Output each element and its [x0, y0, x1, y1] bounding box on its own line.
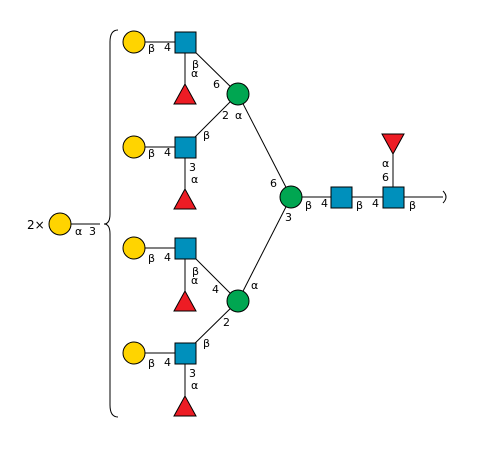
- b2-gal-position-label: 4: [164, 146, 171, 159]
- reducing-anomer-label: β: [409, 199, 416, 212]
- b1-gal-anomer-label: β: [148, 42, 155, 55]
- reducing-end-mark: [442, 190, 447, 204]
- lower-man-position-label: 3: [285, 211, 292, 224]
- blue-square-icon: [174, 237, 197, 260]
- side-anomer-label: α: [75, 225, 82, 238]
- red-triangle-icon: [381, 133, 405, 156]
- b1-fuc-mark-label: β: [192, 58, 199, 71]
- green-circle-icon: [226, 289, 250, 313]
- green-circle-icon: [279, 185, 303, 209]
- core-fuc-position-label: 6: [382, 171, 389, 184]
- side-position-label: 3: [89, 225, 96, 238]
- blue-square-icon: [174, 31, 197, 54]
- core-glcnac-anomer-label: β: [356, 199, 363, 212]
- yellow-circle-icon: [122, 236, 146, 260]
- b3-gal-anomer-label: β: [148, 252, 155, 265]
- red-triangle-icon: [173, 82, 197, 105]
- b4-gal-position-label: 4: [164, 356, 171, 369]
- b3-fuc-anomer-label: α: [191, 274, 198, 287]
- upper-man-anomer-label: α: [235, 109, 242, 122]
- b4-fuc-anomer-label: α: [191, 379, 198, 392]
- upper-mannose-link: [237, 93, 292, 198]
- yellow-circle-icon: [48, 212, 72, 236]
- b3-glcnac-position-label: 4: [212, 283, 219, 296]
- lower-man-anomer-label: α: [251, 279, 258, 292]
- b4-gal-anomer-label: β: [148, 357, 155, 370]
- yellow-circle-icon: [122, 135, 146, 159]
- b2-fuc-position-label: 3: [189, 161, 196, 174]
- blue-square-icon: [330, 186, 353, 209]
- linkage-lines: [60, 41, 443, 407]
- b3-gal-position-label: 4: [164, 251, 171, 264]
- b4-glcnac-position-label: 2: [223, 316, 230, 329]
- yellow-circle-icon: [122, 30, 146, 54]
- blue-square-icon: [382, 186, 405, 209]
- b2-glcnac-position-label: 2: [222, 109, 229, 122]
- b4-glcnac-anomer-label: β: [203, 337, 210, 350]
- b4-fuc-position-label: 3: [189, 367, 196, 380]
- b1-gal-position-label: 4: [164, 41, 171, 54]
- b2-fuc-anomer-label: α: [191, 173, 198, 186]
- b1-glcnac-position-label: 6: [213, 78, 220, 91]
- red-triangle-icon: [173, 394, 197, 417]
- upper-man-position-label: 6: [270, 177, 277, 190]
- blue-square-icon: [174, 342, 197, 365]
- b3-fuc-mark-label: β: [192, 265, 199, 278]
- multiplier-label: 2×: [27, 218, 45, 232]
- core-fuc-anomer-label: α: [382, 157, 389, 170]
- blue-square-icon: [174, 136, 197, 159]
- b2-gal-anomer-label: β: [148, 147, 155, 160]
- yellow-circle-icon: [122, 341, 146, 365]
- red-triangle-icon: [173, 289, 197, 312]
- core-glcnac-position-label: 4: [372, 197, 379, 210]
- core-man-anomer-label: β: [305, 199, 312, 212]
- brace: [103, 29, 119, 418]
- red-triangle-icon: [173, 187, 197, 210]
- b2-glcnac-anomer-label: β: [203, 129, 210, 142]
- lower-mannose-link: [237, 196, 292, 302]
- core-man-position-label: 4: [321, 197, 328, 210]
- green-circle-icon: [226, 82, 250, 106]
- b1-fuc-anomer-label: α: [191, 67, 198, 80]
